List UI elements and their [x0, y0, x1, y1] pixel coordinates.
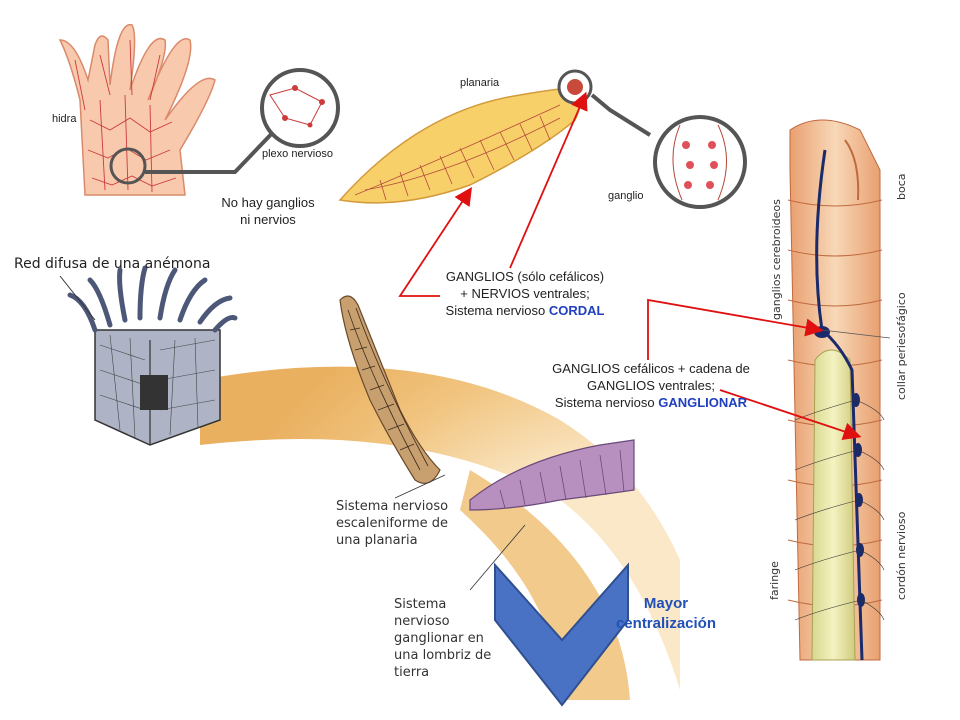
- ganglionar-prefix: Sistema nervioso: [554, 395, 659, 410]
- hydra-illustration: [58, 24, 340, 196]
- escaleniforme-label: Sistema nervioso escaleniforme de una pl…: [336, 499, 449, 548]
- cordal-line2: + NERVIOS ventrales;: [460, 286, 590, 301]
- ganglionar-keyword: GANGLIONAR: [658, 395, 748, 410]
- ganglionar-lombriz-label: Sistema nervioso ganglionar en una lombr…: [394, 597, 492, 680]
- ganglionar-description: GANGLIOS cefálicos + cadena de GANGLIOS …: [536, 360, 766, 411]
- plexo-zoom-circle: [260, 68, 340, 148]
- ganglionar-line3: Sistema nervioso GANGLIONAR: [536, 394, 766, 411]
- anemone-illustration: [59, 265, 238, 446]
- down-chevron-icon: [494, 562, 629, 707]
- plexo-label: plexo nervioso: [262, 148, 333, 160]
- no-ganglios-label: No hay ganglios ni nervios: [221, 195, 315, 227]
- cordal-prefix: Sistema nervioso: [445, 303, 549, 318]
- collar-label: collar periesofágico: [895, 292, 908, 400]
- mayor-centralizacion-label: Mayor centralización: [615, 595, 717, 632]
- planaria-nervous-system-illustration: [339, 295, 441, 484]
- cordal-line3: Sistema nervioso CORDAL: [420, 302, 630, 319]
- cordal-arrows: [398, 91, 588, 297]
- red-difusa-label: Red difusa de una anémona: [14, 256, 211, 272]
- ganglio-label: ganglio: [608, 190, 644, 202]
- ganglionar-line1: GANGLIOS cefálicos + cadena de: [552, 361, 750, 376]
- evolution-arc: [200, 366, 680, 690]
- planaria-illustration: [338, 69, 747, 209]
- earthworm-illustration: [469, 439, 635, 511]
- boca-label: boca: [895, 173, 908, 200]
- hydra-detail-circle: [109, 147, 147, 185]
- earthworm-detail-illustration: [765, 112, 925, 661]
- cordal-keyword: CORDAL: [548, 303, 605, 318]
- faringe-label: faringe: [768, 561, 781, 600]
- cordal-line1: GANGLIOS (sólo cefálicos): [445, 269, 605, 284]
- ganglio-zoom-circle: [653, 115, 747, 209]
- ganglios-cerebroideos-label: ganglios cerebroideos: [770, 199, 783, 320]
- ganglionar-arrows: [647, 298, 862, 440]
- cordal-description: GANGLIOS (sólo cefálicos) + NERVIOS vent…: [420, 268, 630, 319]
- cordon-label: cordón nervioso: [895, 511, 908, 600]
- ganglionar-line2: GANGLIOS ventrales;: [587, 378, 715, 393]
- hidra-label: hidra: [52, 113, 77, 125]
- planaria-label: planaria: [460, 77, 500, 89]
